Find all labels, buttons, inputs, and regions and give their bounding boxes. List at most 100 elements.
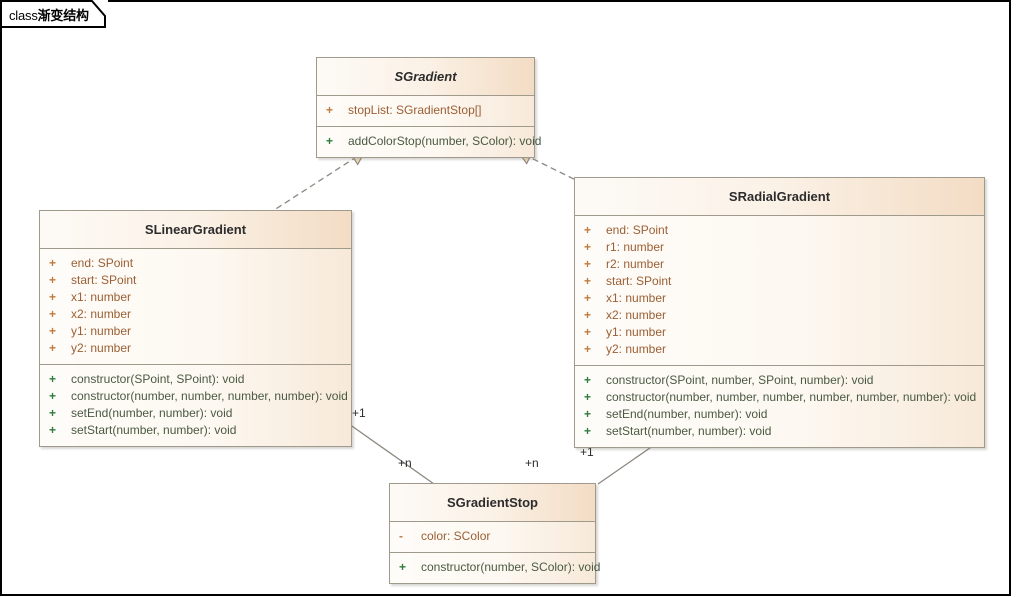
visibility-marker: + (584, 424, 592, 438)
class-box-sgradient[interactable]: SGradient + stopList: SGradientStop[] + … (316, 57, 541, 158)
attributes-compartment-sgradientstop: - color: SColor (390, 522, 595, 552)
edge-label-radial-src-mult: +1 (580, 445, 594, 459)
visibility-marker: + (49, 372, 57, 386)
visibility-marker: + (49, 406, 57, 420)
member-signature: r1: number (606, 240, 665, 254)
visibility-marker: + (584, 308, 592, 322)
member-signature: x1: number (71, 290, 132, 304)
member-signature: x1: number (606, 291, 667, 305)
visibility-marker: + (584, 407, 592, 421)
attribute-row: + y2: number (575, 341, 984, 358)
operation-row: + constructor(SPoint, number, SPoint, nu… (575, 372, 984, 389)
member-signature: constructor(number, SColor): void (421, 560, 601, 574)
operation-row: + constructor(number, number, number, nu… (40, 388, 351, 405)
member-signature: constructor(SPoint, number, SPoint, numb… (606, 373, 874, 387)
visibility-marker: + (584, 257, 592, 271)
member-signature: setStart(number, number): void (606, 424, 772, 438)
attributes-compartment-sradialgradient: + end: SPoint + r1: number + r2: number … (575, 216, 984, 365)
operation-row: + constructor(SPoint, SPoint): void (40, 371, 351, 388)
class-box-slineargradient[interactable]: SLinearGradient + end: SPoint + start: S… (39, 210, 352, 447)
member-signature: end: SPoint (606, 223, 669, 237)
operation-row: + addColorStop(number, SColor): void (317, 133, 541, 150)
attribute-row: + y2: number (40, 340, 351, 357)
attribute-row: + start: SPoint (575, 273, 984, 290)
attribute-row: + x1: number (40, 289, 351, 306)
member-signature: constructor(SPoint, SPoint): void (71, 372, 245, 386)
attribute-row: + y1: number (575, 324, 984, 341)
operation-row: + setEnd(number, number): void (575, 406, 984, 423)
operations-compartment-sradialgradient: + constructor(SPoint, number, SPoint, nu… (575, 365, 984, 447)
frame-tab-shape (0, 0, 106, 28)
frame-tab-name: 渐变结构 (37, 8, 89, 23)
member-signature: setStart(number, number): void (71, 423, 237, 437)
attribute-row: + end: SPoint (575, 222, 984, 239)
class-box-sradialgradient[interactable]: SRadialGradient + end: SPoint + r1: numb… (574, 177, 985, 448)
member-signature: setEnd(number, number): void (71, 406, 233, 420)
class-name-slineargradient: SLinearGradient (40, 211, 351, 249)
visibility-marker: + (49, 341, 57, 355)
operation-row: + constructor(number, number, number, nu… (575, 389, 984, 406)
member-signature: start: SPoint (71, 273, 137, 287)
visibility-marker: + (326, 103, 334, 117)
visibility-marker: + (326, 134, 334, 148)
member-signature: color: SColor (421, 529, 491, 543)
edge-label-linear-tgt-mult: +n (398, 456, 412, 470)
visibility-marker: + (584, 240, 592, 254)
member-signature: y1: number (606, 325, 667, 339)
visibility-marker: + (584, 274, 592, 288)
member-signature: setEnd(number, number): void (606, 407, 768, 421)
attribute-row: + y1: number (40, 323, 351, 340)
member-signature: x2: number (606, 308, 667, 322)
visibility-marker: + (49, 389, 57, 403)
visibility-marker: + (49, 307, 57, 321)
visibility-marker: + (584, 291, 592, 305)
attribute-row: + x2: number (40, 306, 351, 323)
attribute-row: + stopList: SGradientStop[] (317, 102, 534, 119)
class-name-sradialgradient: SRadialGradient (575, 178, 984, 216)
operations-compartment-slineargradient: + constructor(SPoint, SPoint): void + co… (40, 364, 351, 446)
visibility-marker: + (584, 373, 592, 387)
member-signature: constructor(number, number, number, numb… (71, 389, 348, 403)
class-box-sgradientstop[interactable]: SGradientStop - color: SColor + construc… (389, 483, 600, 584)
class-name-sgradientstop: SGradientStop (390, 484, 595, 522)
operation-row: + setStart(number, number): void (575, 423, 984, 440)
operation-row: + setStart(number, number): void (40, 422, 351, 439)
visibility-marker: + (49, 324, 57, 338)
attribute-row: + x1: number (575, 290, 984, 307)
visibility-marker: + (49, 423, 57, 437)
attribute-row: - color: SColor (390, 528, 595, 545)
member-signature: addColorStop(number, SColor): void (348, 134, 542, 148)
visibility-marker: + (49, 290, 57, 304)
operations-compartment-sgradient: + addColorStop(number, SColor): void (317, 126, 541, 157)
attribute-row: + end: SPoint (40, 255, 351, 272)
attribute-row: + start: SPoint (40, 272, 351, 289)
member-signature: x2: number (71, 307, 132, 321)
member-signature: end: SPoint (71, 256, 134, 270)
operation-row: + setEnd(number, number): void (40, 405, 351, 422)
operation-row: + constructor(number, SColor): void (390, 559, 600, 576)
edge-label-radial-tgt-mult: +n (525, 456, 539, 470)
member-signature: y1: number (71, 324, 132, 338)
member-signature: y2: number (606, 342, 667, 356)
attributes-compartment-sgradient: + stopList: SGradientStop[] (317, 96, 534, 126)
member-signature: stopList: SGradientStop[] (348, 103, 482, 117)
attributes-compartment-slineargradient: + end: SPoint + start: SPoint + x1: numb… (40, 249, 351, 364)
operations-compartment-sgradientstop: + constructor(number, SColor): void (390, 552, 600, 583)
frame-tab[interactable]: class渐变结构 (0, 0, 106, 28)
attribute-row: + x2: number (575, 307, 984, 324)
frame-tab-label: class渐变结构 (9, 5, 89, 24)
class-name-sgradient: SGradient (317, 58, 534, 96)
edge-label-linear-src-mult: +1 (352, 406, 366, 420)
member-signature: start: SPoint (606, 274, 672, 288)
visibility-marker: + (584, 223, 592, 237)
visibility-marker: - (399, 529, 403, 543)
visibility-marker: + (584, 325, 592, 339)
visibility-marker: + (399, 560, 407, 574)
frame-tab-stereotype: class (9, 8, 38, 23)
attribute-row: + r2: number (575, 256, 984, 273)
member-signature: r2: number (606, 257, 665, 271)
attribute-row: + r1: number (575, 239, 984, 256)
member-signature: constructor(number, number, number, numb… (606, 390, 977, 404)
visibility-marker: + (49, 273, 57, 287)
